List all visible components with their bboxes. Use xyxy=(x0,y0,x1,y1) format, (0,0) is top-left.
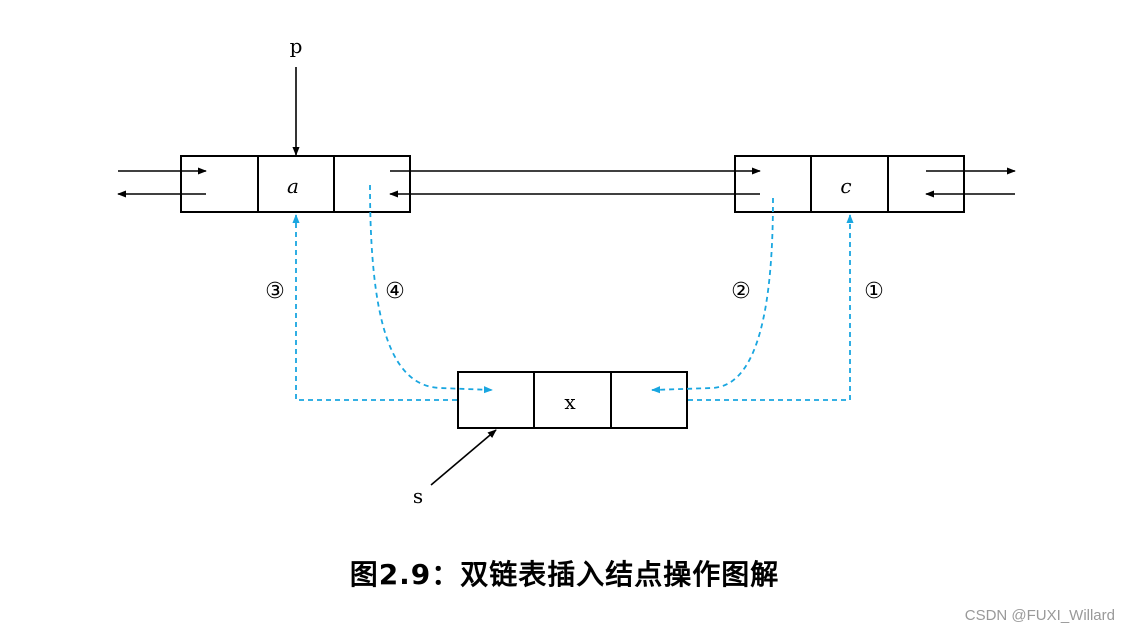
pointer-s: s xyxy=(413,429,497,508)
original-links xyxy=(117,167,1016,198)
pointer-s-label: s xyxy=(413,484,423,508)
figure-caption: 图2.9：双链表插入结点操作图解 xyxy=(349,558,780,591)
step3-link xyxy=(292,214,457,401)
step1-link xyxy=(688,214,854,401)
step2-label: ② xyxy=(731,279,751,304)
watermark: CSDN @FUXI_Willard xyxy=(964,607,1115,624)
pointer-p-label: p xyxy=(290,34,303,58)
step1-label: ① xyxy=(864,279,884,304)
step2-link xyxy=(651,197,774,394)
pointer-p: p xyxy=(290,34,303,156)
node-c-box xyxy=(734,155,965,213)
node-c-label: c xyxy=(840,174,851,198)
node-a: a xyxy=(180,155,411,213)
node-s-label: x xyxy=(564,390,576,414)
step4-label: ④ xyxy=(385,279,405,304)
node-a-label: a xyxy=(287,174,299,198)
node-a-box xyxy=(180,155,411,213)
pointer-s-arrow xyxy=(430,429,497,486)
new-links xyxy=(292,184,854,401)
step-labels: ① ② ③ ④ xyxy=(265,279,884,304)
node-c: c xyxy=(734,155,965,213)
node-s-box xyxy=(457,371,688,429)
step3-label: ③ xyxy=(265,279,285,304)
node-s: x xyxy=(457,371,688,429)
